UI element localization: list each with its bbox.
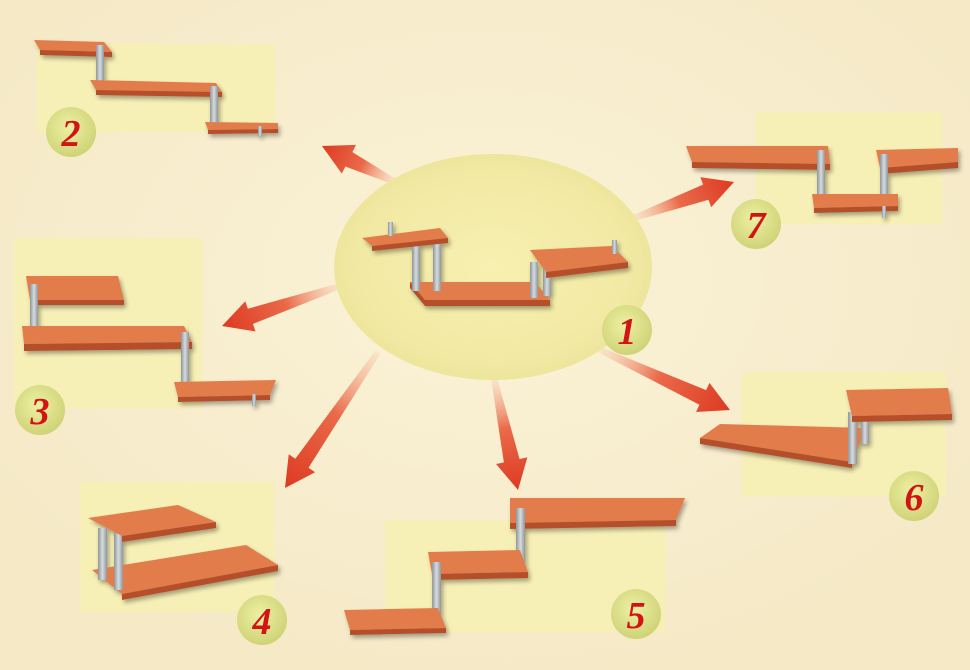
arrows [222,144,735,491]
config-6 [700,372,952,496]
arrow-to-6 [598,347,730,412]
arrow-to-2 [322,144,397,185]
arrow-to-7 [632,177,735,221]
badge-5-label: 5 [627,595,646,637]
shelf-illustration-7 [686,146,958,218]
center-oval [334,154,652,380]
arrow-to-4 [285,350,381,488]
number-badges: 1 2 3 4 5 6 7 [15,107,939,645]
badge-7-label: 7 [747,205,768,247]
shelf-illustration-3 [22,276,276,406]
badge-4: 4 [237,595,287,645]
badge-6: 6 [889,471,939,521]
config-7 [686,112,958,224]
badge-6-label: 6 [905,477,924,519]
badge-1: 1 [602,305,652,355]
badge-1-label: 1 [618,311,637,353]
config-3 [14,238,276,408]
badge-4-label: 4 [252,601,272,643]
config-3-panel [14,238,202,408]
shelf-illustration-4 [88,505,278,600]
badge-2-label: 2 [61,113,81,155]
badge-2: 2 [46,107,96,157]
arrow-to-3 [222,283,341,332]
config-2 [34,40,278,136]
badge-7: 7 [731,199,781,249]
arrow-to-5 [491,377,528,491]
badge-5: 5 [611,589,661,639]
shelf-illustration-5 [344,498,685,635]
badge-3: 3 [15,385,65,435]
badge-3-label: 3 [30,391,50,433]
shelf-illustration-1 [362,222,628,306]
shelf-illustration-2 [34,40,278,136]
config-1-center [334,154,652,380]
shelf-illustration-6 [700,388,952,468]
config-4 [80,482,278,612]
